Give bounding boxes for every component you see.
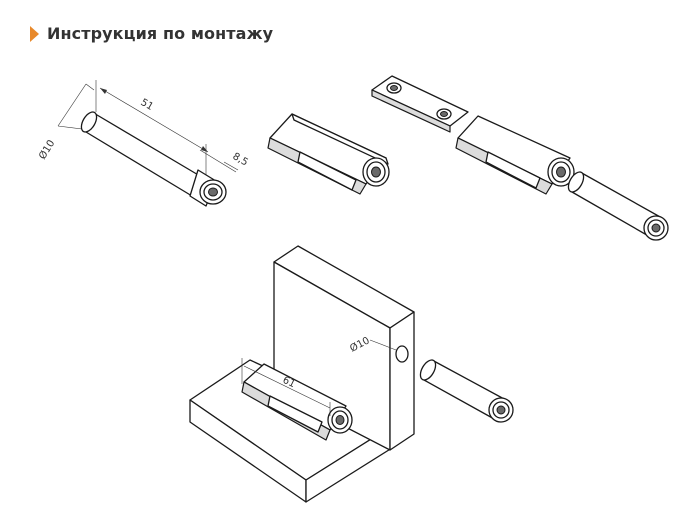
page-title: Инструкция по монтажу: [47, 24, 274, 43]
length-51-label: 51: [139, 97, 156, 113]
length-61-label: 61: [281, 375, 297, 390]
housing-figure: [267, 113, 390, 195]
instruction-header: Инструкция по монтажу: [30, 24, 273, 43]
orange-triangle-icon: [30, 25, 39, 42]
mounting-assembly-figure: Ø10 61: [189, 245, 514, 503]
collar-8-5-label: 8,5: [231, 151, 250, 168]
diameter-label: Ø10: [36, 138, 57, 162]
pin-dimension-figure: 51 Ø10 8,5: [36, 80, 250, 207]
housing-plate-pin-figure: [371, 75, 669, 241]
